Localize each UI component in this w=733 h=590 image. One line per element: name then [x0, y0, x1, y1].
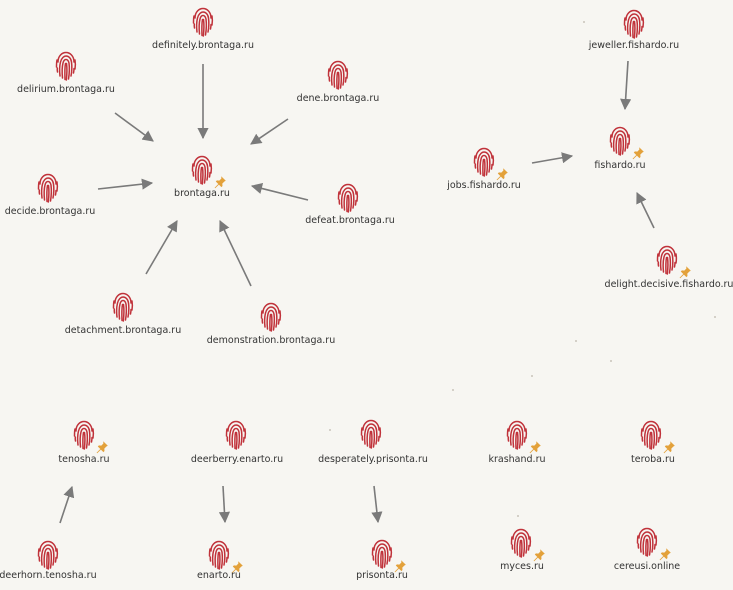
fingerprint-icon[interactable] [622, 8, 646, 40]
node-label: deerhorn.tenosha.ru [0, 570, 97, 581]
edge-demonstration-to-brontaga [219, 219, 252, 287]
fingerprint-icon[interactable] [635, 526, 659, 558]
background-speck [329, 429, 331, 431]
fingerprint-icon[interactable] [472, 146, 496, 178]
edge-delight-to-fishardo [636, 191, 655, 229]
node-label: demonstration.brontaga.ru [206, 335, 336, 346]
node-label: deerberry.enarto.ru [190, 454, 284, 465]
fingerprint-icon[interactable] [191, 6, 215, 38]
fingerprint-icon[interactable] [259, 301, 283, 333]
node-label: definitely.brontaga.ru [152, 40, 254, 51]
node-label: enarto.ru [197, 570, 241, 581]
fingerprint-icon[interactable] [111, 291, 135, 323]
node-label: prisonta.ru [356, 570, 408, 581]
background-speck [452, 389, 454, 391]
fingerprint-icon[interactable] [207, 539, 231, 571]
node-label: cereusi.online [613, 561, 681, 572]
edge-desperately-to-prisonta [371, 485, 383, 524]
edges-layer [59, 60, 655, 524]
edge-jobs-to-fishardo [531, 152, 574, 164]
pin-icon[interactable] [658, 546, 672, 561]
fingerprint-icon[interactable] [36, 539, 60, 571]
fingerprint-icon[interactable] [505, 419, 529, 451]
edge-decide-to-brontaga [97, 178, 154, 190]
fingerprint-icon[interactable] [370, 538, 394, 570]
fingerprint-icon[interactable] [655, 244, 679, 276]
node-label: tenosha.ru [58, 454, 110, 465]
fingerprint-icon[interactable] [326, 59, 350, 91]
pin-icon[interactable] [532, 547, 546, 562]
node-label: delight.decisive.fishardo.ru [604, 279, 733, 290]
node-label: desperately.prisonta.ru [318, 454, 428, 465]
edge-dene-to-brontaga [250, 118, 289, 145]
fingerprint-icon[interactable] [639, 419, 663, 451]
fingerprint-icon[interactable] [608, 125, 632, 157]
node-label: jeweller.fishardo.ru [588, 40, 680, 51]
node-label: myces.ru [500, 561, 544, 572]
fingerprint-icon[interactable] [190, 154, 214, 186]
pin-icon[interactable] [393, 558, 407, 573]
background-speck [517, 515, 519, 517]
fingerprint-icon[interactable] [54, 50, 78, 82]
pin-icon[interactable] [631, 145, 645, 160]
edge-defeat-to-brontaga [250, 183, 309, 201]
node-label: brontaga.ru [174, 188, 230, 199]
edge-delirium-to-brontaga [114, 112, 154, 142]
node-label: detachment.brontaga.ru [64, 325, 182, 336]
pin-icon[interactable] [528, 439, 542, 454]
fingerprint-icon[interactable] [224, 419, 248, 451]
pin-icon[interactable] [230, 559, 244, 574]
node-label: fishardo.ru [594, 160, 646, 171]
edge-deerberry-to-enarto [218, 485, 231, 524]
edge-detachment-to-brontaga [145, 220, 178, 275]
fingerprint-icon[interactable] [509, 527, 533, 559]
fingerprint-icon[interactable] [36, 172, 60, 204]
node-label: delirium.brontaga.ru [17, 84, 115, 95]
pin-icon[interactable] [213, 174, 227, 189]
edge-jeweller-to-fishardo [620, 60, 632, 111]
background-speck [610, 360, 612, 362]
edge-deerhorn-to-tenosha [59, 485, 75, 524]
background-speck [531, 375, 533, 377]
pin-icon[interactable] [662, 439, 676, 454]
node-label: decide.brontaga.ru [4, 206, 96, 217]
background-speck [575, 340, 577, 342]
pin-icon[interactable] [678, 264, 692, 279]
node-label: teroba.ru [631, 454, 675, 465]
node-label: jobs.fishardo.ru [447, 180, 521, 191]
pin-icon[interactable] [95, 439, 109, 454]
background-speck [583, 21, 585, 23]
node-label: krashand.ru [488, 454, 546, 465]
node-label: defeat.brontaga.ru [305, 215, 395, 226]
background-speck [714, 316, 716, 318]
pin-icon[interactable] [495, 166, 509, 181]
node-label: dene.brontaga.ru [296, 93, 380, 104]
fingerprint-icon[interactable] [72, 419, 96, 451]
fingerprint-icon[interactable] [336, 182, 360, 214]
fingerprint-icon[interactable] [359, 418, 383, 450]
